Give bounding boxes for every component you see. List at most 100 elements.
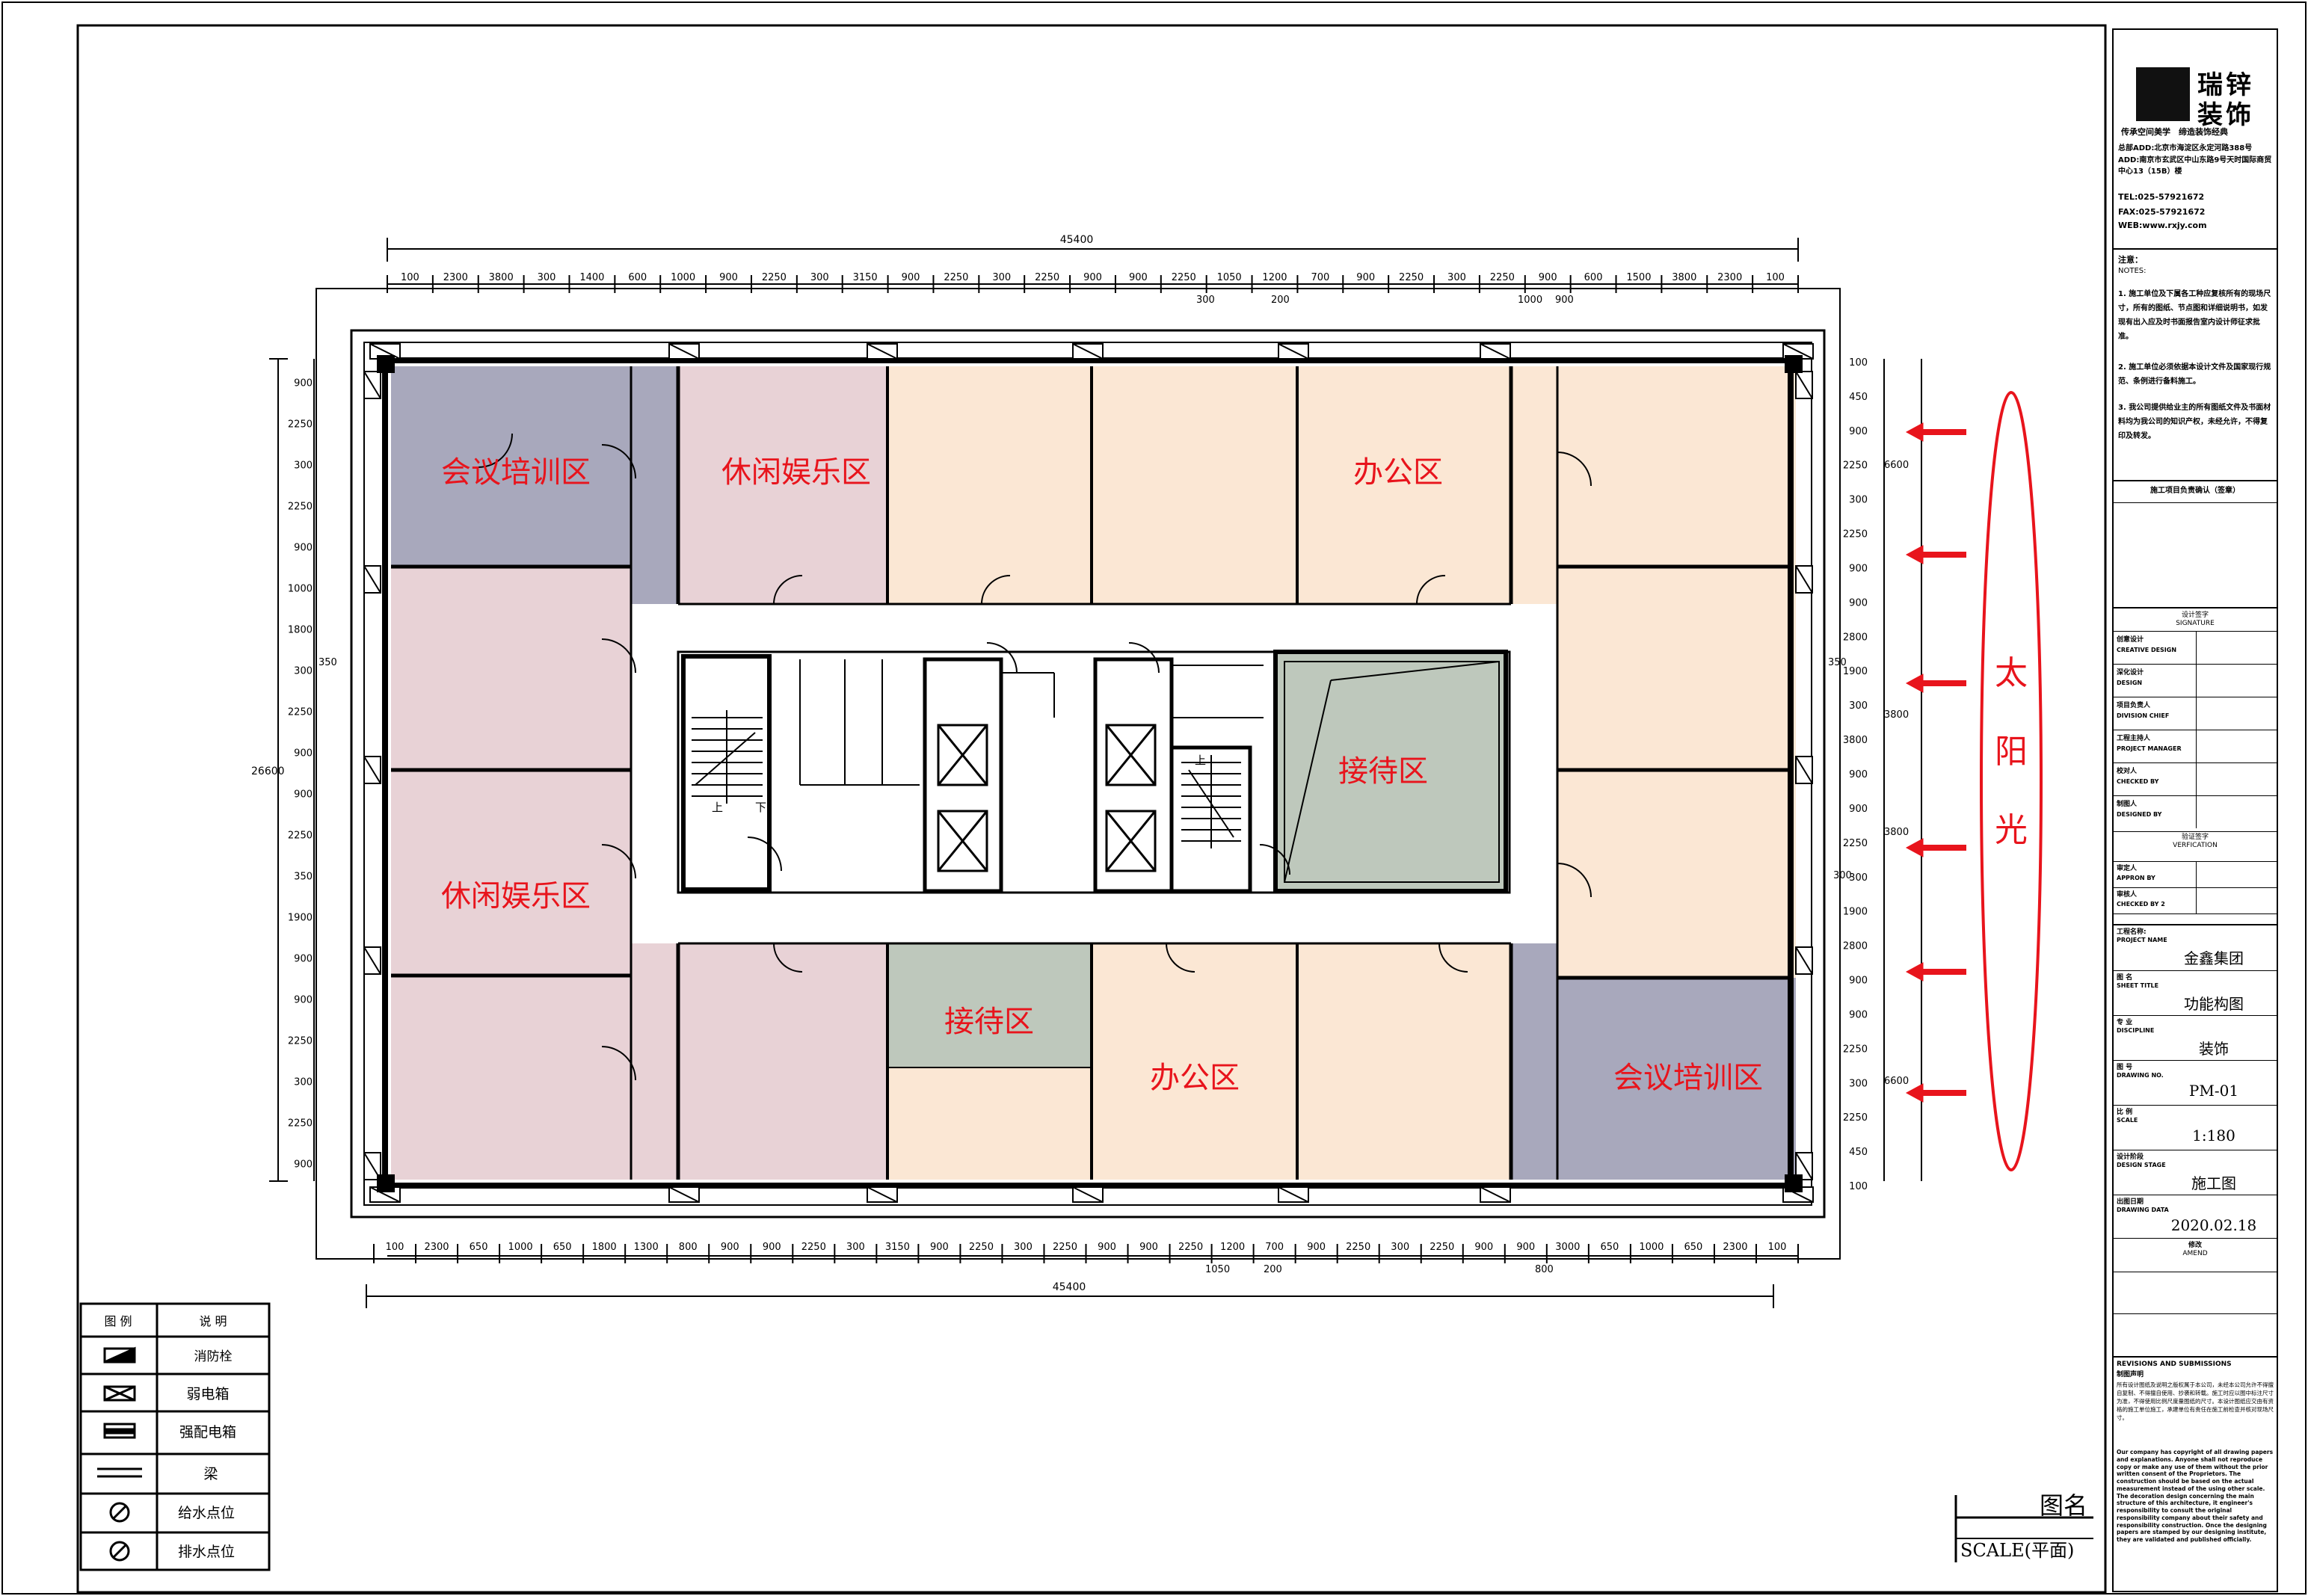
dim-text: 1050 bbox=[1205, 1264, 1230, 1275]
dim-text: 1000 bbox=[1518, 295, 1542, 306]
dim-text: 1200 bbox=[1262, 272, 1287, 283]
dim-text: 100 bbox=[401, 272, 419, 283]
info-value: 2020.02.18 bbox=[2170, 1216, 2257, 1234]
info-label-cn: 设计阶段 bbox=[2117, 1153, 2144, 1161]
sun-arrow-head bbox=[1905, 1083, 1924, 1103]
note-1: 1. 施工单位及下属各工种应复核所有的现场尺寸，所有的图纸、节点图和详细说明书，… bbox=[2118, 290, 2271, 341]
strong-box-icon bbox=[103, 1423, 136, 1439]
dim-text: 1200 bbox=[1220, 1242, 1245, 1253]
signature-role-en: DESIGN bbox=[2117, 680, 2143, 686]
dim-text: 300 bbox=[1014, 1242, 1033, 1253]
amend-label: 修改 bbox=[2188, 1242, 2202, 1249]
signature-role-en: PROJECT MANAGER bbox=[2117, 745, 2182, 752]
legend-table bbox=[79, 1302, 271, 1571]
signature-role-en: CREATIVE DESIGN bbox=[2117, 647, 2177, 653]
dim-text: 350 bbox=[294, 872, 313, 883]
info-value: 1:180 bbox=[2192, 1127, 2235, 1144]
room-label-meeting-top: 会议培训区 bbox=[441, 455, 591, 490]
dim-text: 1900 bbox=[1843, 666, 1868, 677]
fax: FAX:025-57921672 bbox=[2118, 207, 2206, 217]
dim-text: 1900 bbox=[1843, 907, 1868, 918]
dim-text: 300 bbox=[1447, 272, 1466, 283]
tel: TEL:025-57921672 bbox=[2118, 192, 2205, 202]
dim-text: 2250 bbox=[288, 419, 313, 431]
dim-text: 300 bbox=[1196, 295, 1215, 306]
signature-role-cn: 工程主持人 bbox=[2117, 735, 2151, 742]
sun-arrow-head bbox=[1905, 674, 1924, 693]
dim-text: 2250 bbox=[1843, 838, 1868, 849]
stair-labels: 上 下 上 bbox=[712, 754, 1206, 814]
dim-text: 350 bbox=[318, 657, 337, 668]
dim-text: 3000 bbox=[1555, 1242, 1580, 1253]
statement-title: 制图声明 bbox=[2117, 1371, 2144, 1378]
dim-text: 1800 bbox=[288, 625, 313, 636]
dim-text: 900 bbox=[902, 272, 920, 283]
info-label-en: DRAWING NO. bbox=[2117, 1072, 2164, 1079]
room-label-office-top: 办公区 bbox=[1353, 455, 1443, 490]
dim-text: 3800 bbox=[1672, 272, 1696, 283]
dim-text: 2250 bbox=[1346, 1242, 1370, 1253]
dim-text: 900 bbox=[1356, 272, 1375, 283]
room-label-office-bottom: 办公区 bbox=[1150, 1061, 1240, 1095]
info-label-cn: 工程名称: bbox=[2117, 928, 2147, 936]
notes-title-en: NOTES: bbox=[2118, 267, 2147, 275]
dim-text: 300 bbox=[294, 460, 313, 472]
title-block: 瑞锌 装饰 传承空间美学 缔造装饰经典 总部ADD:北京市海淀区永定河路388号… bbox=[2112, 28, 2278, 1592]
legend-desc-1: 消防栓 bbox=[194, 1349, 233, 1364]
dim-text: 2250 bbox=[288, 831, 313, 842]
dim-text: 100 bbox=[1766, 272, 1785, 283]
statement-en: Our company has copyright of all drawing… bbox=[2117, 1449, 2274, 1543]
signature-role-cn: 项目负责人 bbox=[2117, 702, 2151, 709]
dim-text: 2300 bbox=[424, 1242, 449, 1253]
signature-role-cn: 校对人 bbox=[2117, 768, 2138, 775]
dim-text: 300 bbox=[294, 1077, 313, 1088]
dim-text: 300 bbox=[1849, 872, 1868, 884]
legend-desc-4: 梁 bbox=[203, 1466, 218, 1482]
dim-text: 100 bbox=[1849, 357, 1868, 369]
info-label-cn: 比 例 bbox=[2117, 1109, 2133, 1116]
dim-text: 2250 bbox=[288, 502, 313, 513]
dim-text: 900 bbox=[1555, 295, 1574, 306]
dim-text: 900 bbox=[719, 272, 738, 283]
address-1: 总部ADD:北京市海淀区永定河路388号 bbox=[2118, 144, 2253, 152]
dim-text: 2250 bbox=[288, 1036, 313, 1047]
statement-cn: 所有设计图纸及说明之版权属于本公司，未经本公司允许不得擅自复制、不得擅自使用、抄… bbox=[2117, 1381, 2274, 1421]
legend-header-symbol: 图 例 bbox=[104, 1314, 132, 1328]
dim-text: 900 bbox=[294, 995, 313, 1006]
sun-arrow-head bbox=[1905, 545, 1924, 564]
dim-text: 2250 bbox=[1843, 1044, 1868, 1055]
signature-role-cn: 深化设计 bbox=[2117, 669, 2144, 677]
info-value: 施工图 bbox=[2191, 1174, 2236, 1192]
sun-arrow-head bbox=[1905, 838, 1924, 857]
dim-text: 2250 bbox=[762, 272, 787, 283]
confirm-section: 施工项目负责确认（签章） bbox=[2114, 480, 2277, 585]
signature-row: 深化设计 DESIGN bbox=[2114, 664, 2277, 697]
info-label-cn: 图 名 bbox=[2117, 974, 2133, 982]
verify-title-en: VERFICATION bbox=[2173, 842, 2218, 849]
columns bbox=[363, 343, 1814, 1203]
building-walls bbox=[350, 329, 1826, 1218]
dim-text: 350 bbox=[1828, 657, 1847, 668]
note-2: 2. 施工单位必须依据本设计文件及国家现行规范、条例进行备料施工。 bbox=[2118, 363, 2271, 386]
room-label-reception-bottom: 接待区 bbox=[944, 1005, 1034, 1039]
info-label-cn: 出图日期 bbox=[2117, 1198, 2144, 1206]
verify-title: 验证签字 bbox=[2114, 831, 2277, 842]
dim-text: 1000 bbox=[288, 584, 313, 595]
dim-text: 300 bbox=[1849, 495, 1868, 506]
dim-text: 3800 bbox=[1884, 709, 1909, 721]
sig-title-en: SIGNATURE bbox=[2176, 620, 2215, 627]
dim-text: 1400 bbox=[579, 272, 604, 283]
dim-text: 6600 bbox=[1884, 460, 1909, 471]
scale-label: SCALE(平面) bbox=[1960, 1540, 2074, 1561]
dim-text: 600 bbox=[628, 272, 647, 283]
info-label-cn: 图 号 bbox=[2117, 1064, 2133, 1071]
dim-text: 450 bbox=[1849, 392, 1868, 403]
